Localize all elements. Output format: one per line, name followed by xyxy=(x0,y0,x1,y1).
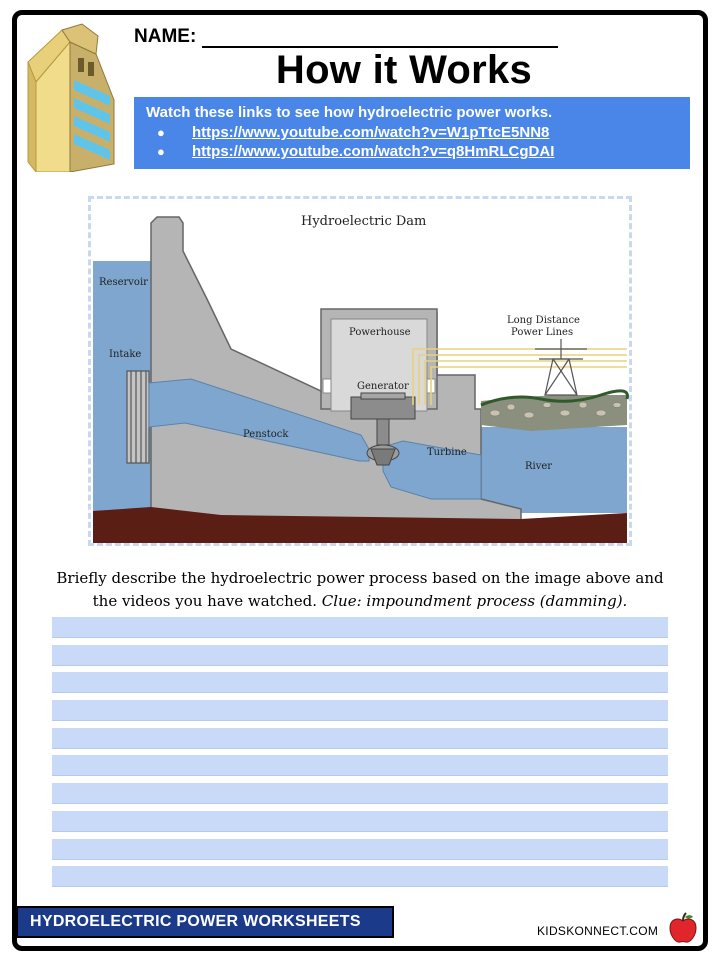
video-links-box: Watch these links to see how hydroelectr… xyxy=(134,97,690,169)
answer-line[interactable] xyxy=(52,617,668,638)
label-generator: Generator xyxy=(357,381,409,392)
bullet-icon: ● xyxy=(157,144,165,159)
answer-line[interactable] xyxy=(52,810,668,832)
label-reservoir: Reservoir xyxy=(99,277,148,288)
label-penstock: Penstock xyxy=(243,429,289,440)
link-item: ● https://www.youtube.com/watch?v=W1pTtc… xyxy=(146,123,678,142)
label-turbine: Turbine xyxy=(427,447,467,458)
dam-logo-icon xyxy=(27,23,115,172)
link-item: ● https://www.youtube.com/watch?v=q8HmRL… xyxy=(146,142,678,161)
name-label: NAME: xyxy=(134,26,197,47)
name-field-row: NAME: xyxy=(134,26,559,48)
video-link-2[interactable]: https://www.youtube.com/watch?v=q8HmRLCg… xyxy=(192,143,555,160)
answer-area[interactable] xyxy=(52,617,668,894)
prompt-text: Briefly describe the hydroelectric power… xyxy=(56,569,664,610)
transmission-tower-icon xyxy=(535,339,587,396)
answer-line[interactable] xyxy=(52,783,668,805)
intake-grate-icon xyxy=(126,370,150,464)
prompt-clue: Clue: impoundment process (damming). xyxy=(321,592,628,610)
label-river: River xyxy=(525,461,552,472)
site-name: KIDSKONNECT.COM xyxy=(537,924,659,938)
ground-layer xyxy=(93,507,627,543)
video-link-1[interactable]: https://www.youtube.com/watch?v=W1pTtcE5… xyxy=(192,124,550,141)
links-intro: Watch these links to see how hydroelectr… xyxy=(146,104,553,121)
answer-line[interactable] xyxy=(52,866,668,888)
answer-line[interactable] xyxy=(52,644,668,666)
label-power-lines-line1: Long Distance xyxy=(507,315,580,326)
answer-line[interactable] xyxy=(52,838,668,860)
outflow-channel xyxy=(382,440,482,500)
hydroelectric-dam-diagram: Hydroelectric Dam Reservoir Intake Power… xyxy=(88,196,632,546)
label-power-lines-line2: Power Lines xyxy=(511,327,573,338)
label-powerhouse: Powerhouse xyxy=(349,327,411,338)
label-intake: Intake xyxy=(109,349,141,360)
river-water xyxy=(481,427,627,513)
links-list: ● https://www.youtube.com/watch?v=W1pTtc… xyxy=(146,123,678,161)
answer-line[interactable] xyxy=(52,700,668,722)
answer-line[interactable] xyxy=(52,727,668,749)
bullet-icon: ● xyxy=(157,125,165,140)
answer-line[interactable] xyxy=(52,672,668,694)
question-prompt: Briefly describe the hydroelectric power… xyxy=(52,567,668,613)
riverbank xyxy=(481,395,627,431)
penstock-pipe xyxy=(148,378,370,462)
apple-logo-icon xyxy=(669,912,697,943)
answer-line[interactable] xyxy=(52,755,668,777)
name-input-line[interactable] xyxy=(202,28,559,48)
worksheet-series-badge: HYDROELECTRIC POWER WORKSHEETS xyxy=(16,906,394,938)
diagram-title: Hydroelectric Dam xyxy=(301,214,426,229)
page-title: How it Works xyxy=(275,48,533,92)
generator-icon xyxy=(350,396,416,420)
